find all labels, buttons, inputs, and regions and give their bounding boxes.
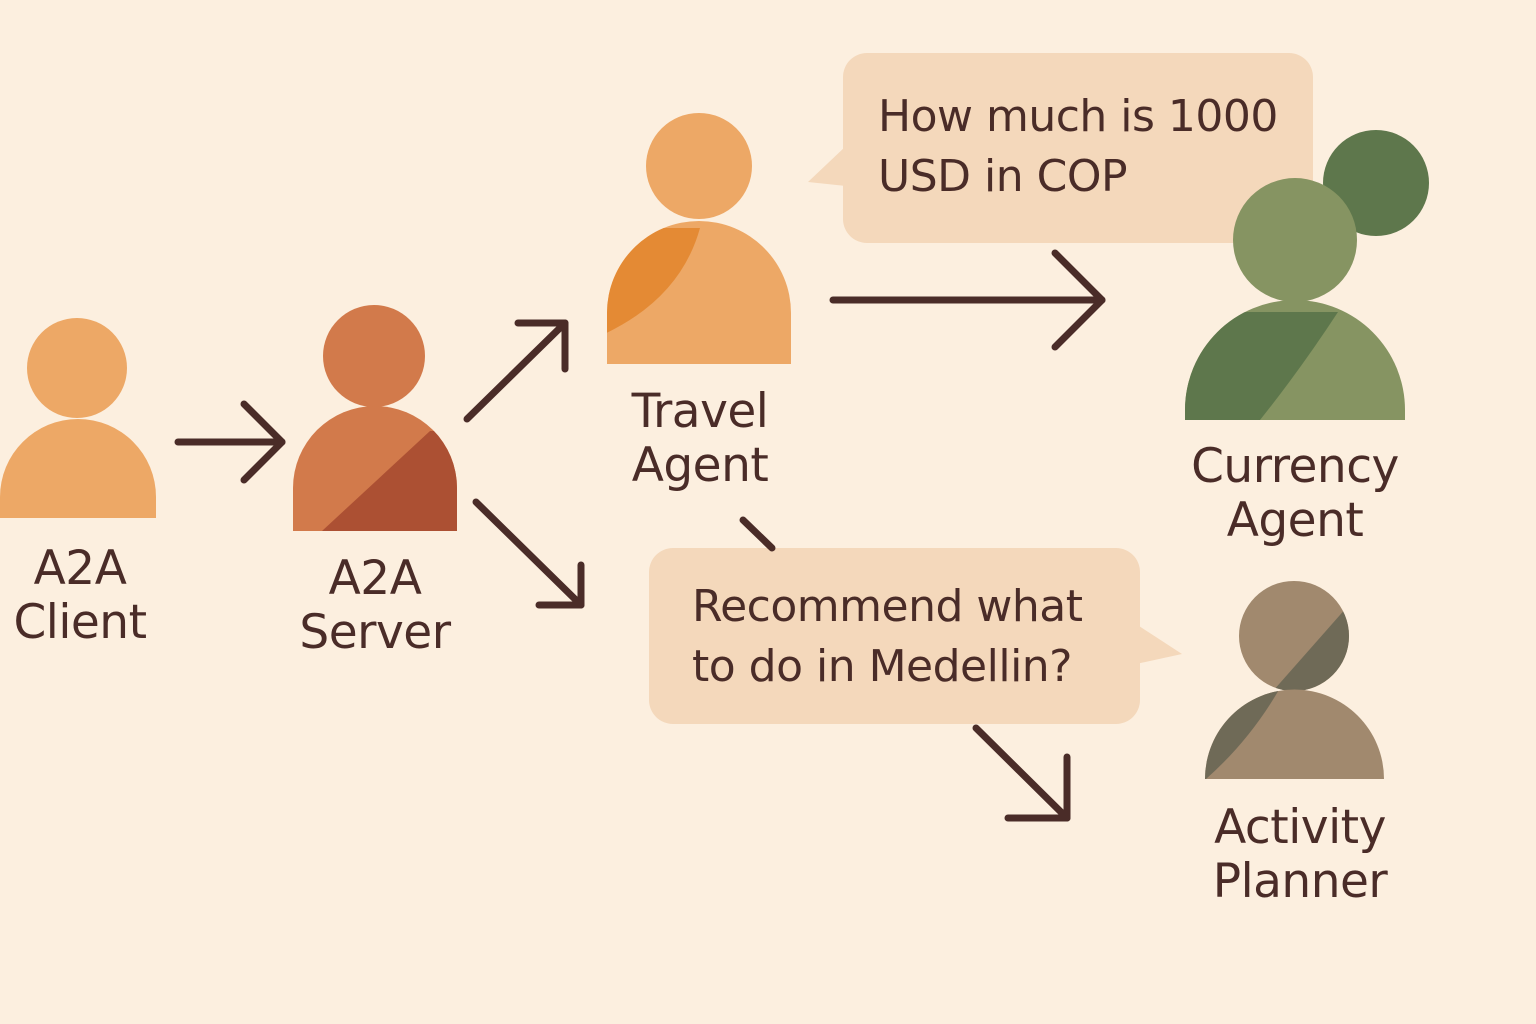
arrow-server-down xyxy=(472,498,585,609)
activity-person-icon xyxy=(1205,581,1384,779)
bubble-currency-query-line1: How much is 1000 xyxy=(878,91,1278,142)
label-currency-agent: Currency Agent xyxy=(1165,440,1425,548)
label-activity-planner: Activity Planner xyxy=(1180,801,1420,909)
label-a2a-client: A2A Client xyxy=(0,542,160,650)
label-a2a-client-line2: Client xyxy=(13,595,147,650)
bubble-activity-query-line1: Recommend what xyxy=(692,581,1083,632)
travel-person-icon xyxy=(607,113,791,364)
server-person-icon xyxy=(293,305,457,531)
label-travel-agent: Travel Agent xyxy=(600,385,800,493)
label-a2a-server-line1: A2A xyxy=(328,551,422,606)
bubble-currency-query-text: How much is 1000 USD in COP xyxy=(878,87,1278,207)
arrow-travel-to-currency xyxy=(829,249,1106,351)
label-travel-agent-line1: Travel xyxy=(631,384,769,439)
label-activity-planner-line2: Planner xyxy=(1212,854,1388,909)
client-person-icon xyxy=(0,318,156,518)
arrow-client-to-server xyxy=(174,400,286,484)
label-a2a-client-line1: A2A xyxy=(33,541,127,596)
label-a2a-server-line2: Server xyxy=(299,605,451,660)
label-currency-agent-line1: Currency xyxy=(1191,439,1399,494)
label-currency-agent-line2: Agent xyxy=(1226,493,1364,548)
arrow-server-to-travel xyxy=(463,319,569,423)
arrow-travel-to-activity xyxy=(739,516,1071,822)
bubble-activity-query-line2: to do in Medellin? xyxy=(692,641,1073,692)
bubble-currency-query-line2: USD in COP xyxy=(878,151,1127,202)
label-activity-planner-line1: Activity xyxy=(1214,800,1386,855)
bubble-activity-query xyxy=(649,548,1182,724)
bubble-activity-query-text: Recommend what to do in Medellin? xyxy=(692,577,1083,697)
label-a2a-server: A2A Server xyxy=(275,552,475,660)
label-travel-agent-line2: Agent xyxy=(631,438,769,493)
currency-person-group-icon xyxy=(1185,130,1429,420)
bubble-currency-query xyxy=(808,53,1313,243)
